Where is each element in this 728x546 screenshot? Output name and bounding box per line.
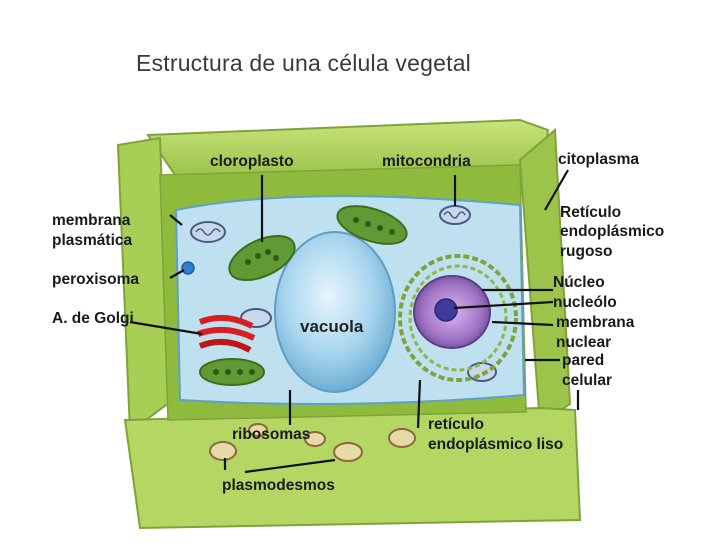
label-smooth-er-line1: retículo bbox=[428, 415, 484, 435]
label-mitochondria: mitocondria bbox=[382, 152, 471, 172]
label-vacuole: vacuola bbox=[300, 317, 363, 337]
label-plasmodesmata: plasmodesmos bbox=[222, 476, 335, 496]
peroxisome bbox=[182, 262, 194, 274]
label-cytoplasm: citoplasma bbox=[558, 150, 639, 170]
label-chloroplast: cloroplasto bbox=[210, 152, 294, 172]
label-ribosomes: ribosomas bbox=[232, 425, 310, 445]
label-cell-wall-line1: pared bbox=[562, 351, 604, 371]
label-nucleolus: nucleólo bbox=[553, 293, 617, 313]
label-rough-er-line1: Retículo bbox=[560, 203, 621, 223]
label-peroxisome: peroxisoma bbox=[52, 270, 139, 290]
label-nucleus: Núcleo bbox=[553, 273, 605, 293]
label-golgi: A. de Golgi bbox=[52, 309, 134, 329]
label-nuclear-membrane-line2: nuclear bbox=[556, 333, 611, 353]
label-cell-wall-line2: celular bbox=[562, 371, 612, 391]
label-nuclear-membrane-line1: membrana bbox=[556, 313, 634, 333]
label-rough-er-line2: endoplásmico bbox=[560, 222, 664, 242]
label-plasma-membrane-line2: plasmática bbox=[52, 231, 132, 251]
label-smooth-er-line2: endoplásmico liso bbox=[428, 435, 563, 455]
label-plasma-membrane-line1: membrana bbox=[52, 211, 130, 231]
label-rough-er-line3: rugoso bbox=[560, 242, 613, 262]
nucleolus bbox=[435, 299, 457, 321]
